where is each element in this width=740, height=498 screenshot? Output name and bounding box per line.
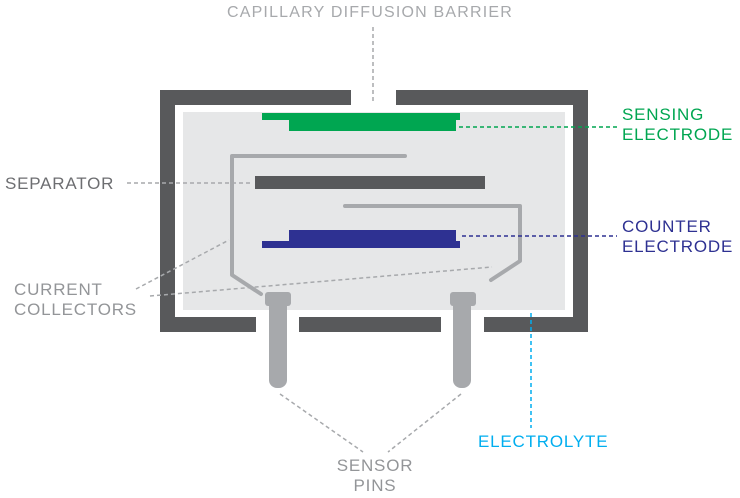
collectors-leader-line-right	[149, 266, 493, 297]
sensing-electrode-label: SENSING ELECTRODE	[622, 105, 734, 145]
collectors-leader-line-left	[135, 239, 230, 290]
counter-electrode-layer	[262, 241, 460, 248]
counter-electrode-label: COUNTER ELECTRODE	[622, 217, 734, 257]
sensor-pin-left	[269, 296, 287, 388]
sensing-electrode-layer	[262, 113, 460, 120]
pins-leader-line-right	[387, 393, 462, 453]
sensor-pin-right	[453, 296, 471, 388]
separator-label: SEPARATOR	[5, 174, 115, 193]
current-collector-sensing	[230, 154, 407, 296]
counter-electrode-bar	[289, 230, 456, 242]
sensing-electrode-bar	[289, 119, 456, 131]
pins-leader-line-left	[279, 393, 364, 453]
current-collector-counter	[343, 204, 522, 282]
diagram-title-capillary-diffusion-barrier: CAPILLARY DIFFUSION BARRIER	[226, 4, 514, 21]
electrolyte-label: ELECTROLYTE	[478, 432, 609, 451]
current-collectors-label: CURRENT COLLECTORS	[14, 280, 137, 320]
separator-bar	[255, 176, 485, 189]
sensor-pins-label: SENSOR PINS	[336, 456, 414, 496]
